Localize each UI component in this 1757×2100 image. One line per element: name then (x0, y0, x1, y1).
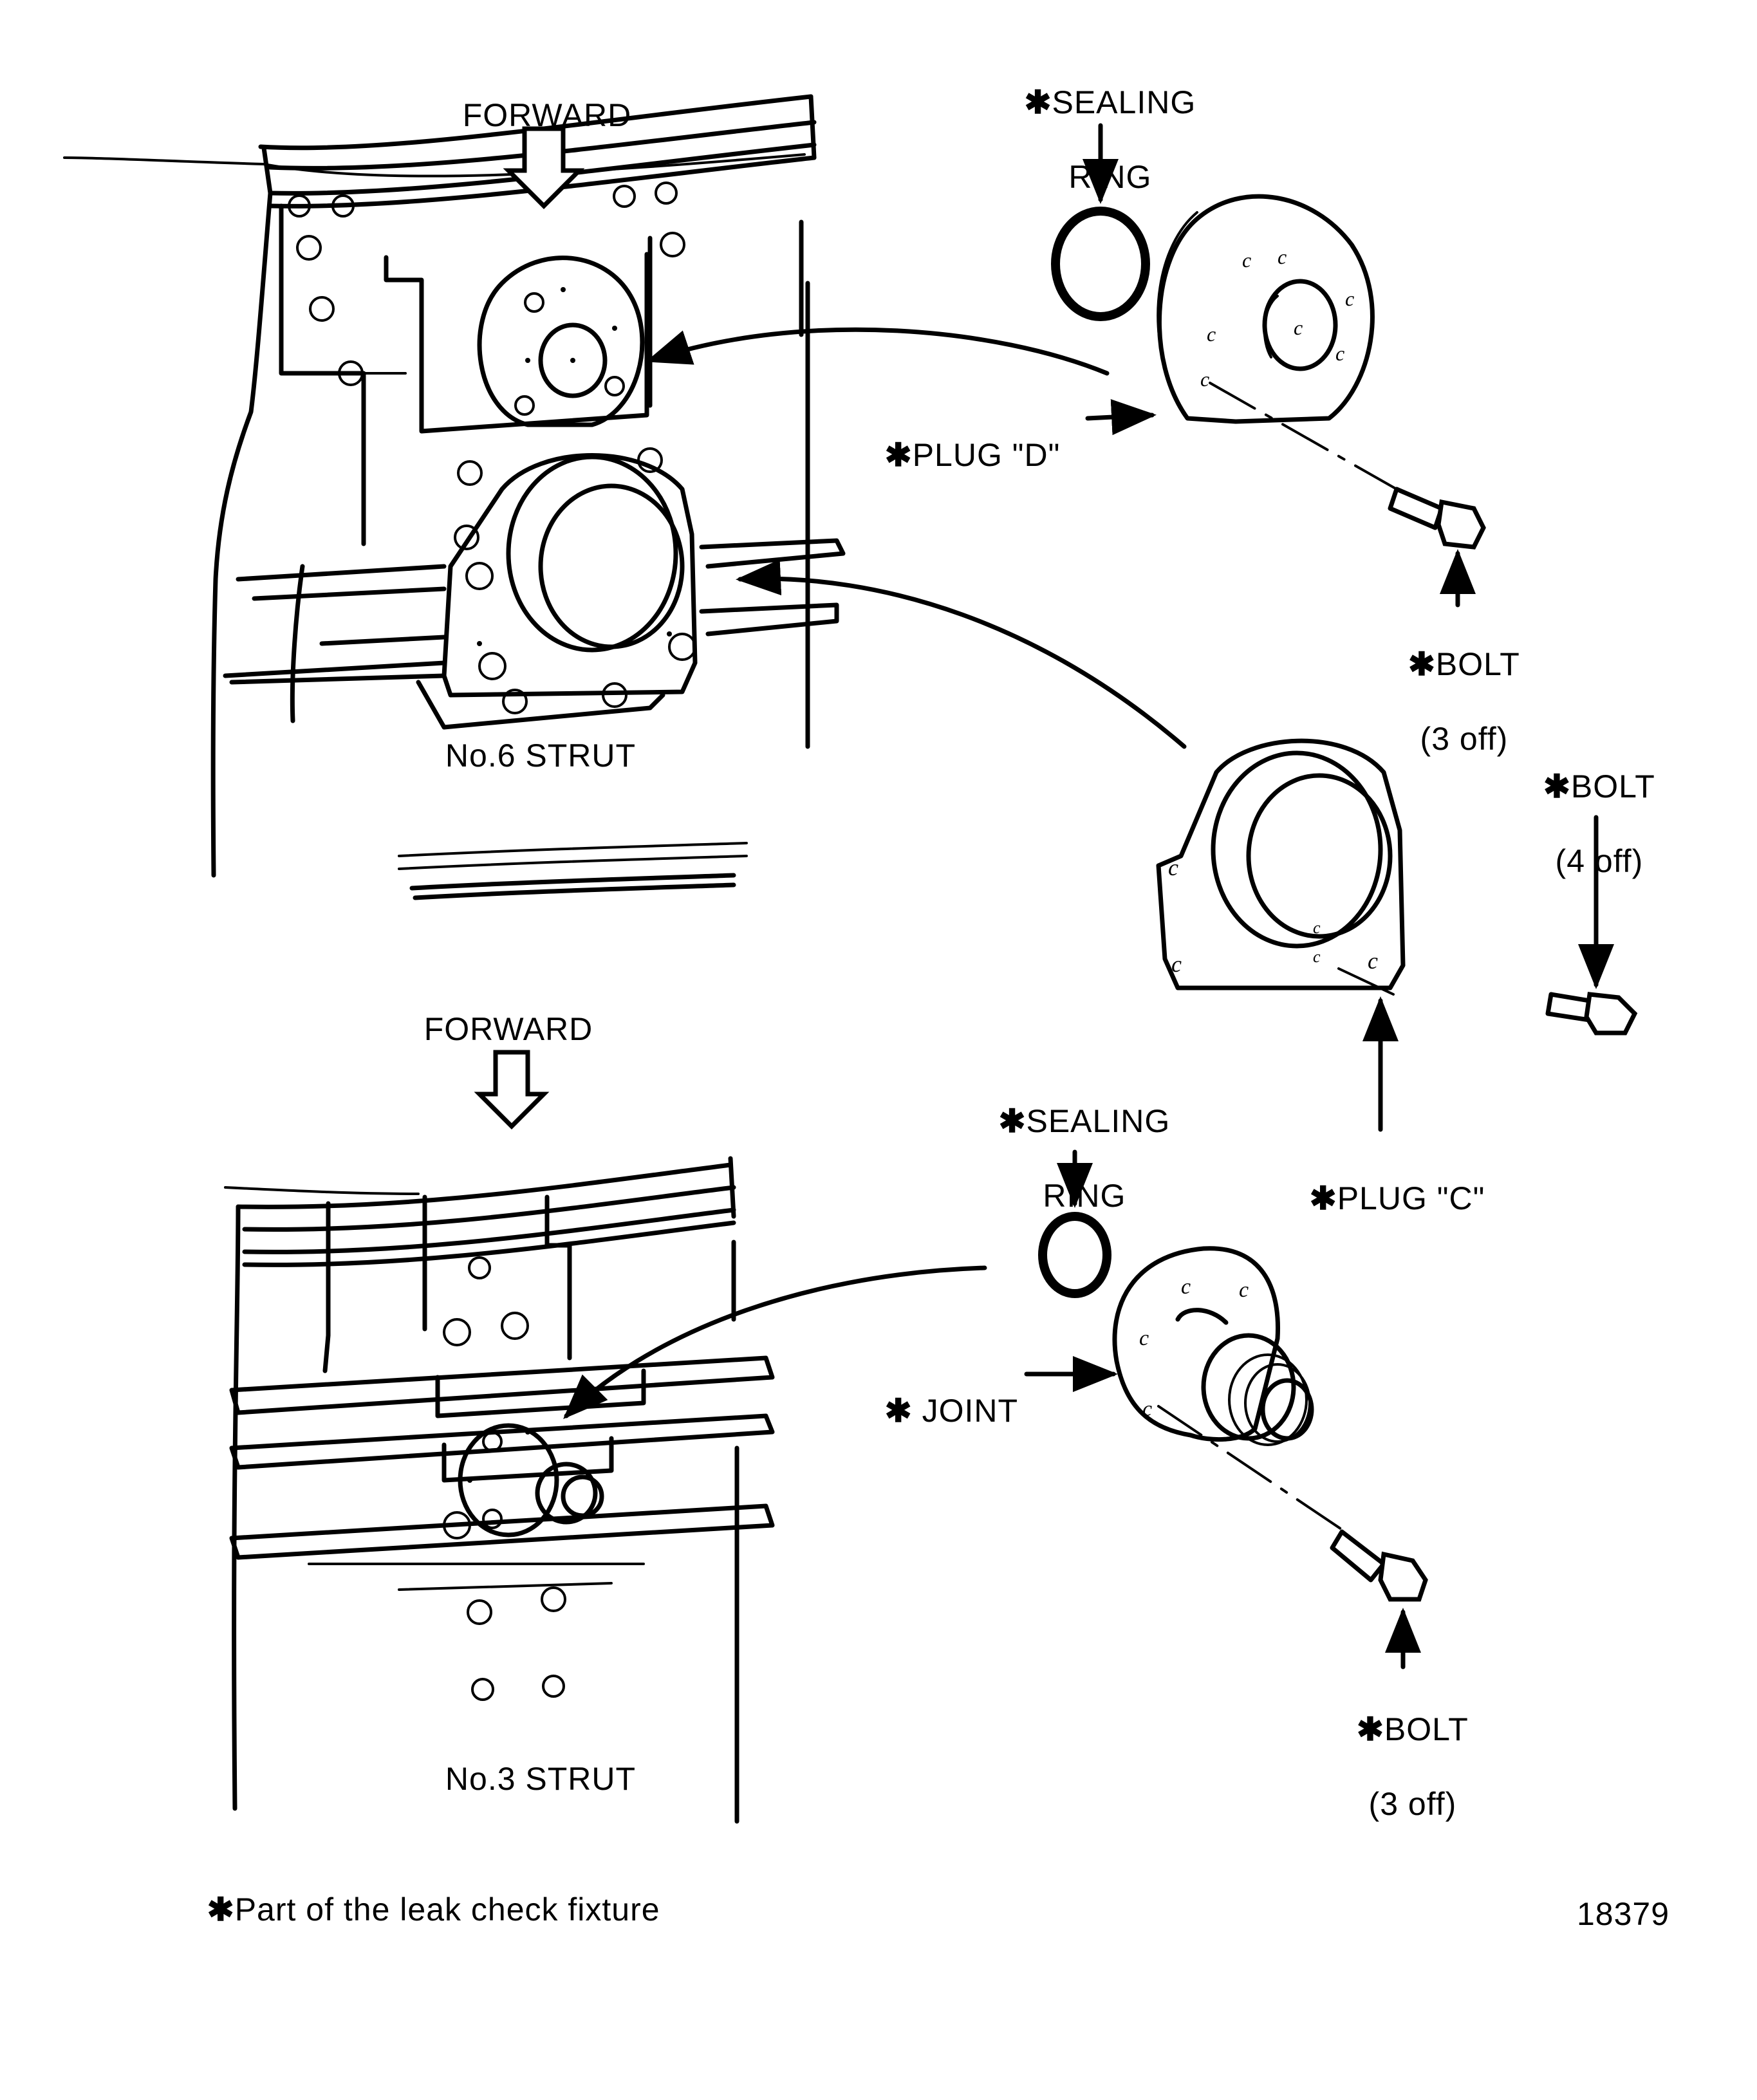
plug-d-installed (477, 256, 645, 427)
asterisk-icon: ✱ (884, 437, 913, 473)
figure-number: 18379 (1577, 1896, 1670, 1932)
asterisk-icon: ✱ (1024, 84, 1052, 120)
sealing-ring-upper-line2: RING (1068, 159, 1152, 195)
forward-arrow-upper-icon (503, 126, 585, 209)
asterisk-icon: ✱ (1543, 768, 1571, 804)
sealing-ring-upper (1051, 207, 1150, 321)
svg-text:c: c (1139, 1326, 1149, 1350)
svg-text:c: c (1207, 322, 1216, 346)
strut-label-no6: No.6 STRUT (445, 738, 637, 774)
sealing-ring-upper-line1: SEALING (1052, 84, 1196, 120)
plug-d-bolt-centerline (1209, 382, 1398, 490)
strut-label-no3: No.3 STRUT (445, 1761, 637, 1797)
svg-text:c: c (1278, 245, 1287, 268)
sealing-ring-upper-label: ✱SEALING RING (972, 46, 1229, 196)
forward-label-upper: FORWARD (462, 97, 632, 133)
svg-text:c: c (1142, 1397, 1152, 1421)
no3-strut-casing (224, 1156, 775, 1824)
bolt-plug-d-icon (1388, 487, 1486, 550)
joint-label: ✱ JOINT (866, 1355, 1018, 1429)
sealing-ring-lower-label: ✱SEALING RING (946, 1065, 1204, 1214)
footnote-text: Part of the leak check fixture (234, 1891, 660, 1928)
bolt-joint-line2: (3 off) (1368, 1786, 1457, 1822)
sealing-ring-lower (1038, 1212, 1111, 1298)
joint-text: JOINT (922, 1393, 1019, 1429)
plug-d-install-arrow (646, 327, 1110, 376)
svg-text:c: c (1345, 287, 1354, 310)
footnote: ✱Part of the leak check fixture (188, 1854, 660, 1928)
plug-c-installed (442, 453, 698, 698)
svg-text:c: c (1239, 1278, 1249, 1302)
forward-arrow-lower-icon (474, 1050, 550, 1129)
sealing-ring-lower-line2: RING (1043, 1178, 1126, 1214)
asterisk-icon: ✱ (1309, 1180, 1337, 1216)
bolt-plug-d-label: ✱BOLT (3 off) (1358, 608, 1551, 757)
plug-c-label: ✱PLUG "C" (1290, 1142, 1485, 1217)
svg-text:c: c (1242, 248, 1251, 272)
plug-c-install-arrow (736, 559, 1187, 749)
asterisk-icon: ✱ (207, 1891, 235, 1928)
plug-d-label: ✱PLUG "D" (866, 399, 1060, 474)
studs-upper (288, 181, 685, 714)
svg-text:c: c (1313, 947, 1321, 966)
bolt-plug-c-label: ✱BOLT (4 off) (1493, 730, 1686, 880)
sealing-ring-lower-line1: SEALING (1026, 1103, 1171, 1139)
bolt-joint-line1: BOLT (1384, 1711, 1469, 1747)
asterisk-icon: ✱ (1357, 1711, 1384, 1747)
bolt-plug-c-line1: BOLT (1570, 768, 1655, 804)
plug-d-text: PLUG "D" (912, 437, 1061, 473)
joint-exploded: c c c c (1112, 1246, 1314, 1446)
joint-installed (458, 1423, 604, 1538)
plug-c-exploded: c c c c c (1156, 738, 1406, 990)
bolt-plug-d-line2: (3 off) (1420, 721, 1509, 757)
joint-bolt-centerline (1157, 1405, 1346, 1533)
svg-text:c: c (1200, 367, 1209, 391)
no6-strut-casing (63, 94, 846, 900)
forward-label-lower: FORWARD (423, 1011, 593, 1047)
svg-text:c: c (1313, 918, 1321, 937)
bolt-joint-label: ✱BOLT (3 off) (1306, 1673, 1500, 1823)
svg-text:c: c (1294, 316, 1303, 339)
break-line-1 (398, 855, 748, 870)
svg-text:c: c (1368, 948, 1378, 974)
bolt-joint-icon (1330, 1529, 1428, 1602)
plug-d-label-leader (1085, 399, 1157, 436)
bolt-plug-c-line2: (4 off) (1555, 843, 1644, 879)
svg-text:c: c (1168, 855, 1178, 880)
svg-text:c: c (1335, 342, 1344, 365)
asterisk-icon: ✱ (1408, 646, 1436, 682)
studs-lower (443, 1256, 566, 1701)
plug-c-bolt-line (1337, 967, 1395, 996)
bolt-plug-c-icon (1545, 992, 1638, 1036)
svg-text:c: c (1181, 1275, 1191, 1299)
joint-install-arrow (563, 1265, 987, 1419)
asterisk-icon: ✱ (884, 1393, 913, 1429)
bolt-plug-d-line1: BOLT (1435, 646, 1520, 682)
svg-text:c: c (1171, 951, 1182, 977)
asterisk-icon: ✱ (998, 1103, 1027, 1139)
plug-c-text: PLUG "C" (1337, 1180, 1485, 1216)
plug-d-exploded: c c c c c c c (1157, 194, 1375, 424)
